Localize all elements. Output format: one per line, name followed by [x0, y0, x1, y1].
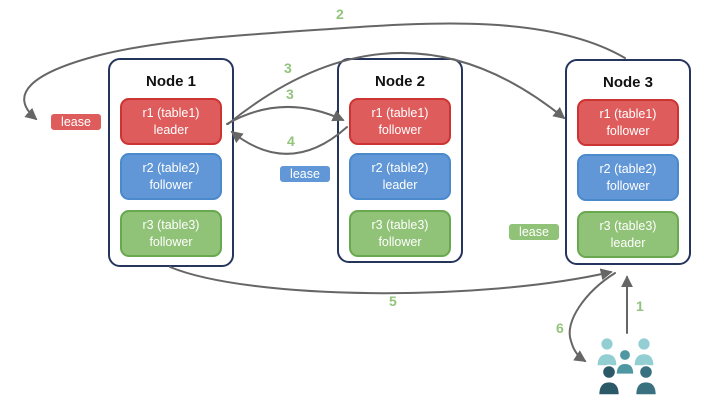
node-2-replica-r2: r2 (table2) leader — [349, 153, 451, 200]
replica-label: r1 (table1) — [371, 106, 429, 121]
node-3-title: Node 3 — [602, 74, 653, 91]
replica-label: r2 (table2) — [599, 162, 657, 177]
replica-role: follower — [378, 122, 422, 137]
replica-role: follower — [378, 234, 422, 249]
node-3-replica-r3: r3 (table3) leader — [577, 211, 679, 258]
user-middle-icon — [615, 348, 635, 376]
replica-label: r3 (table3) — [371, 218, 429, 233]
step-label-4: 4 — [287, 133, 295, 149]
step-label-5: 5 — [389, 293, 397, 309]
node-2-title: Node 2 — [374, 73, 425, 90]
lease-badge-table2: lease — [278, 164, 332, 184]
node-3-replica-r1: r1 (table1) follower — [577, 99, 679, 146]
users-group-icon — [595, 336, 658, 396]
user-back-right-icon — [632, 336, 656, 367]
replica-label: r1 (table1) — [142, 106, 200, 121]
replica-role: follower — [606, 178, 650, 193]
replica-label: r3 (table3) — [599, 219, 657, 234]
replica-label: r3 (table3) — [142, 218, 200, 233]
node-2-replica-r3: r3 (table3) follower — [349, 210, 451, 257]
arrow-step-6-node3-to-clients — [568, 272, 616, 362]
step-label-2: 2 — [336, 6, 344, 22]
lease-badge-table1: lease — [49, 112, 103, 132]
replica-role: follower — [149, 234, 193, 249]
node-3-replica-r2: r2 (table2) follower — [577, 154, 679, 201]
user-back-left-icon — [595, 336, 619, 367]
step-label-3a: 3 — [284, 60, 292, 76]
arrow-step-3-node1-to-node2 — [226, 106, 345, 125]
node-1-title: Node 1 — [145, 73, 196, 90]
node-2-replica-r1: r1 (table1) follower — [349, 98, 451, 145]
user-front-right-icon — [634, 364, 658, 396]
user-front-left-icon — [597, 364, 621, 396]
node-1-replica-r3: r3 (table3) follower — [120, 210, 222, 257]
node-1-replica-r1: r1 (table1) leader — [120, 98, 222, 145]
replica-role: leader — [610, 235, 646, 250]
replica-role: follower — [606, 123, 650, 138]
node-2: Node 2 r1 (table1) follower r2 (table2) … — [337, 58, 463, 263]
arrow-step-5-node1-to-node3 — [169, 266, 613, 295]
lease-badge-table3: lease — [507, 222, 561, 242]
replica-label: r2 (table2) — [371, 161, 429, 176]
replica-label: r1 (table1) — [599, 107, 657, 122]
replica-role: leader — [382, 177, 418, 192]
step-label-1: 1 — [636, 298, 644, 314]
node-1-replica-r2: r2 (table2) follower — [120, 153, 222, 200]
replica-role: follower — [149, 177, 193, 192]
replica-role: leader — [153, 122, 189, 137]
step-label-6: 6 — [556, 320, 564, 336]
node-3: Node 3 r1 (table1) follower r2 (table2) … — [565, 59, 691, 265]
step-label-3b: 3 — [286, 86, 294, 102]
replica-label: r2 (table2) — [142, 161, 200, 176]
node-1: Node 1 r1 (table1) leader r2 (table2) fo… — [108, 58, 234, 267]
